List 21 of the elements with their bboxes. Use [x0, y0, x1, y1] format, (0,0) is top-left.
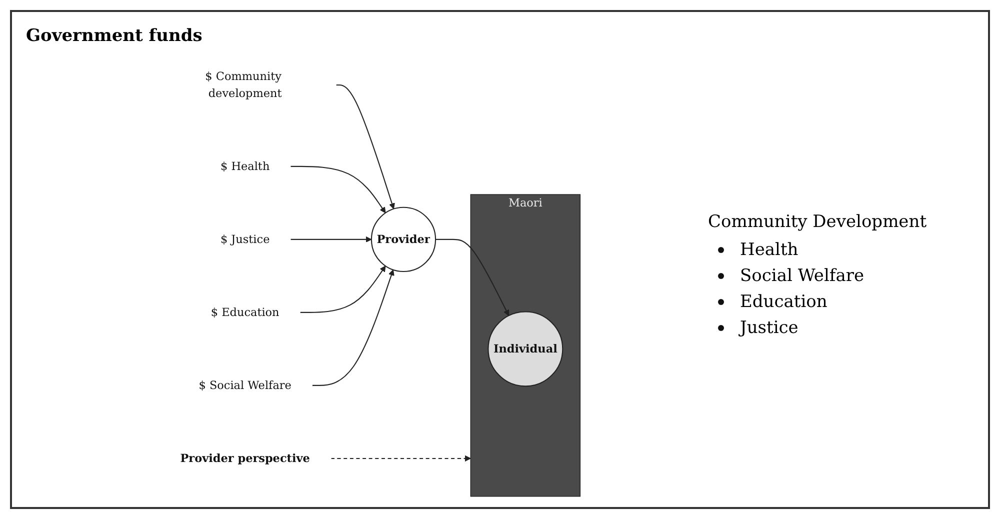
arrow: [290, 236, 372, 243]
list-heading: Community Development: [708, 212, 928, 232]
list-item-text: Justice: [740, 318, 798, 338]
node-circle: Individual: [488, 311, 564, 387]
arrow: [436, 238, 510, 316]
arrow: [330, 455, 471, 462]
arrow: [300, 266, 386, 313]
node-text: $ Social Welfare: [198, 378, 292, 392]
list-item-text: Social Welfare: [740, 266, 864, 286]
node-text: $ Health: [220, 159, 270, 173]
list-item-text: Education: [740, 292, 828, 312]
node-text: $ Community development: [205, 70, 282, 100]
node-circle: Provider: [370, 206, 436, 272]
node-text: Provider perspective: [180, 451, 310, 465]
list-item-text: Health: [740, 240, 798, 260]
arrow: [290, 166, 386, 214]
arrow: [336, 84, 395, 210]
node-text: $ Education: [210, 305, 280, 319]
heading: Government funds: [26, 26, 202, 46]
arrow: [312, 270, 394, 386]
node-text: $ Justice: [220, 232, 270, 246]
